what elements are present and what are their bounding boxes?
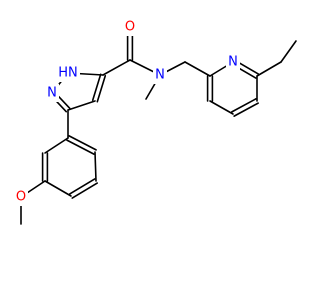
bond-ch2-py2 — [184, 61, 211, 77]
pyrazole-nh-label-background — [56, 64, 80, 82]
bond-py4-py5-line-1 — [233, 102, 259, 117]
amide-oxygen-label: O — [125, 20, 135, 35]
bond-c1-c3 — [102, 59, 131, 76]
bond-ph6-ph1 — [44, 137, 69, 154]
pyridine-n-label: N — [228, 55, 238, 70]
bond-py4-py5-line-2 — [231, 98, 257, 113]
bond-layer — [20, 26, 297, 225]
bond-ph2-ph3 — [94, 151, 97, 182]
bond-ph1-ph2-line-2 — [68, 135, 97, 151]
bond-c4-c5 — [67, 100, 96, 111]
bond-ph3-ph4-line-1 — [68, 178, 96, 195]
bond-c3-c4-line-2 — [96, 74, 107, 103]
pyridine-n-label-background — [226, 53, 240, 71]
bond-et1-et2 — [280, 40, 297, 63]
bond-ph4-ph5 — [44, 180, 72, 197]
ether-oxygen-label: O — [16, 190, 26, 205]
amide-nitrogen-label-background — [153, 66, 167, 84]
amide-oxygen-label-background — [123, 18, 137, 36]
ether-oxygen-label-background — [14, 188, 28, 206]
bond-c3-c4-line-1 — [91, 73, 102, 102]
pyrazole-n-label-background — [45, 84, 59, 102]
bond-py6-et1 — [256, 61, 282, 77]
bond-py3-py4 — [209, 100, 234, 115]
amide-nitrogen-label: N — [155, 68, 165, 83]
pyrazole-n-label: N — [47, 86, 57, 101]
bond-ph1-ph2-line-1 — [66, 139, 95, 155]
pyrazole-nh-label: HN — [58, 66, 78, 81]
bond-ph3-ph4-line-2 — [71, 182, 99, 199]
